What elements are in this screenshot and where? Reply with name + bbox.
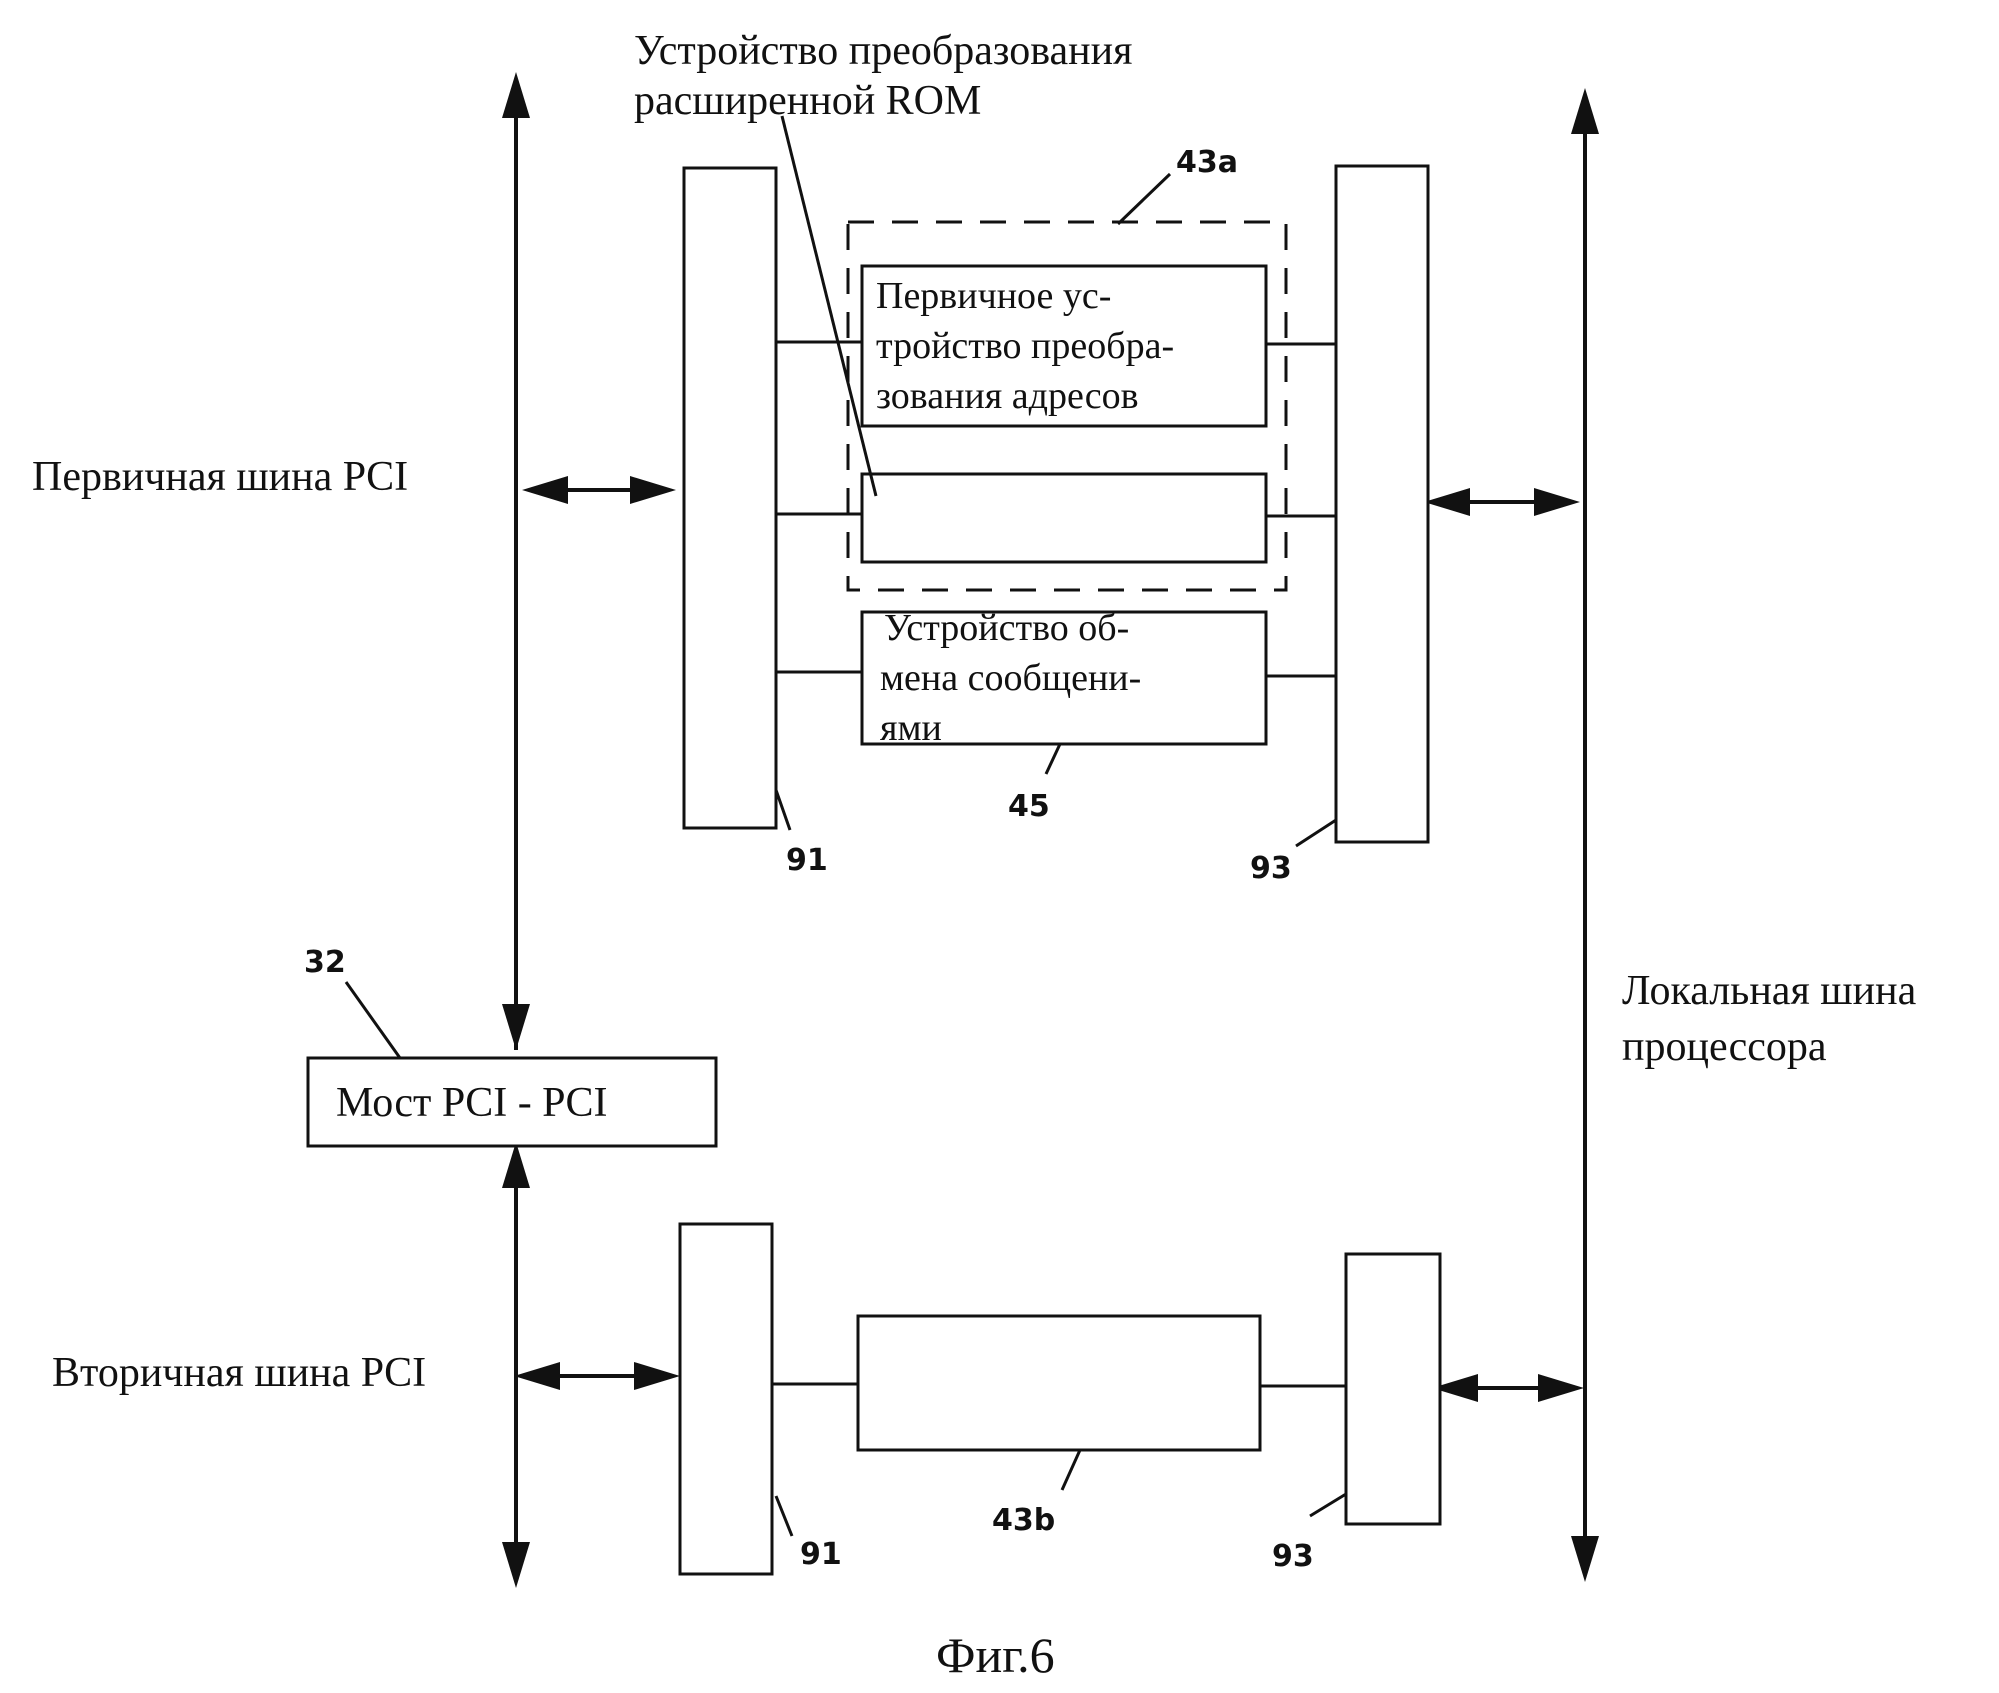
- message-unit-text-3: ями: [880, 707, 942, 749]
- rom-converter-label-line-1: Устройство преобразования: [634, 28, 1132, 74]
- ref-32: 32: [304, 945, 346, 980]
- pci-pci-bridge-block: [306, 1056, 718, 1148]
- interface-block-93-top: [1334, 164, 1430, 844]
- connector-lines-top: [776, 340, 1336, 678]
- local-bus-label-line-1: Локальная шина: [1622, 968, 1917, 1014]
- bridge-label: Мост PCI - PCI: [336, 1080, 608, 1126]
- address-converter-text-1: Первичное ус-: [876, 275, 1111, 317]
- arrow-primary-to-unit91: [522, 476, 676, 504]
- interface-block-91-bottom: [678, 1222, 774, 1576]
- message-unit-text-1: Устройство об-: [884, 607, 1129, 649]
- primary-bus-label: Первичная шина PCI: [32, 454, 408, 500]
- interface-block-93-bottom: [1344, 1252, 1442, 1526]
- ref-93-top: 93: [1250, 851, 1292, 886]
- secondary-pci-bus-line: [502, 1142, 530, 1588]
- translator-block-43b: [856, 1314, 1262, 1452]
- rom-converter-block: [860, 472, 1268, 564]
- primary-pci-bus-line: [502, 72, 530, 1050]
- rom-converter-label-line-2: расширенной ROM: [634, 78, 981, 124]
- figure-caption: Фиг.6: [936, 1627, 1055, 1683]
- ref-45: 45: [1008, 789, 1050, 824]
- ref-leaders: [344, 172, 1347, 1537]
- address-converter-text-2: тройство преобра-: [876, 325, 1174, 367]
- ref-43b: 43b: [992, 1503, 1055, 1538]
- arrow-secondary-to-unit91: [514, 1362, 680, 1390]
- message-unit-text-2: мена сообщени-: [880, 657, 1141, 699]
- secondary-bus-label: Вторичная шина PCI: [52, 1350, 426, 1396]
- address-converter-text-3: зования адресов: [876, 375, 1139, 417]
- address-converter-block: [860, 264, 1268, 428]
- ref-43a: 43a: [1176, 145, 1238, 180]
- rom-label-leader: [780, 115, 878, 497]
- arrow-unit93-to-local: [1424, 488, 1580, 516]
- local-bus-label-line-2: процессора: [1622, 1024, 1827, 1070]
- ref-91-bottom: 91: [800, 1537, 842, 1572]
- arrow-unit93-bottom-to-local: [1432, 1374, 1584, 1402]
- local-processor-bus-line: [1571, 88, 1599, 1582]
- interface-block-91-top: [682, 166, 778, 830]
- ref-93-bottom: 93: [1272, 1539, 1314, 1574]
- ref-91-top: 91: [786, 843, 828, 878]
- connector-lines-bottom: [772, 1382, 1346, 1388]
- group-43a-dashed-border: [846, 220, 1288, 592]
- message-unit-block: [860, 610, 1268, 746]
